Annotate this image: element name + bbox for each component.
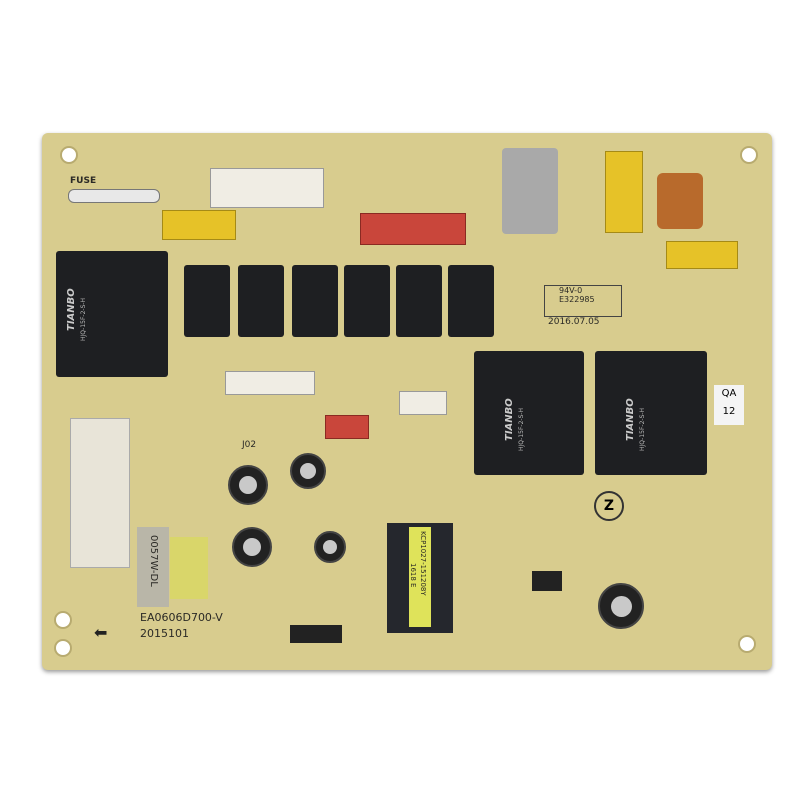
connector-white — [210, 168, 324, 208]
part-number: EA0606D700-V — [140, 611, 223, 624]
capacitor-yellow — [162, 210, 236, 240]
mounting-hole — [740, 146, 758, 164]
ul-number: E322985 — [559, 295, 595, 304]
sticker-line: QA — [721, 388, 737, 399]
diode — [290, 625, 342, 643]
relay-small — [448, 265, 494, 337]
fuse-label: FUSE — [70, 176, 97, 186]
arrow-left-icon: ⬅ — [94, 623, 108, 642]
relay-brand: TIANBO — [66, 288, 77, 331]
capacitor-yellow — [605, 151, 643, 233]
connector-white — [399, 391, 447, 415]
relay-large: TIANBO HJQ-15F-2-S-H — [595, 351, 707, 475]
mounting-hole — [738, 635, 756, 653]
connector-white — [225, 371, 315, 395]
smps-code: 1618 E — [409, 563, 417, 588]
choke-coil — [657, 173, 703, 229]
electrolytic-capacitor — [314, 531, 346, 563]
connector-red — [360, 213, 466, 245]
connector-red — [325, 415, 369, 439]
transformer-coil — [170, 537, 208, 599]
component-label: J02 — [242, 440, 257, 450]
label-sticker — [70, 418, 130, 568]
z-logo: Z — [594, 491, 624, 521]
electrolytic-capacitor — [598, 583, 644, 629]
relay-model: HJQ-15F-2-S-H — [518, 407, 525, 451]
capacitor-grey — [502, 148, 558, 234]
relay-small — [238, 265, 284, 337]
relay-model: HJQ-15F-2-S-H — [80, 297, 87, 341]
relay-large: TIANBO HJQ-15F-2-S-H — [56, 251, 168, 377]
relay-small — [292, 265, 338, 337]
relay-model: HJQ-15F-2-S-H — [639, 407, 646, 451]
capacitor-yellow — [666, 241, 738, 269]
rating-text: 94V-0 — [559, 286, 583, 295]
certification-box: 94V-0 E322985 — [544, 285, 622, 317]
sticker-line: 12 — [722, 406, 736, 417]
electrolytic-capacitor — [228, 465, 268, 505]
mounting-hole — [54, 639, 72, 657]
ic-chip — [532, 571, 562, 591]
relay-small — [344, 265, 390, 337]
date-text: 2016.07.05 — [548, 317, 600, 327]
mounting-hole — [60, 146, 78, 164]
electrolytic-capacitor — [290, 453, 326, 489]
relay-brand: TIANBO — [625, 398, 636, 441]
mounting-hole — [54, 611, 72, 629]
transformer-label-plate: 0057W-DL — [137, 527, 169, 607]
sticker: QA 12 — [714, 385, 744, 425]
smps-transformer: KCP1027-151208Y 1618 E — [387, 523, 453, 633]
electrolytic-capacitor — [232, 527, 272, 567]
relay-small — [184, 265, 230, 337]
fuse — [68, 189, 160, 203]
transformer-label: 0057W-DL — [148, 535, 159, 587]
relay-small — [396, 265, 442, 337]
batch-number: 2015101 — [140, 627, 189, 640]
relay-brand: TIANBO — [504, 398, 515, 441]
smps-label: KCP1027-151208Y — [419, 531, 427, 596]
relay-large: TIANBO HJQ-15F-2-S-H — [474, 351, 584, 475]
circuit-board: FUSE TIANBO HJQ-15F-2-S-H 94V-0 E322985 … — [42, 133, 772, 670]
